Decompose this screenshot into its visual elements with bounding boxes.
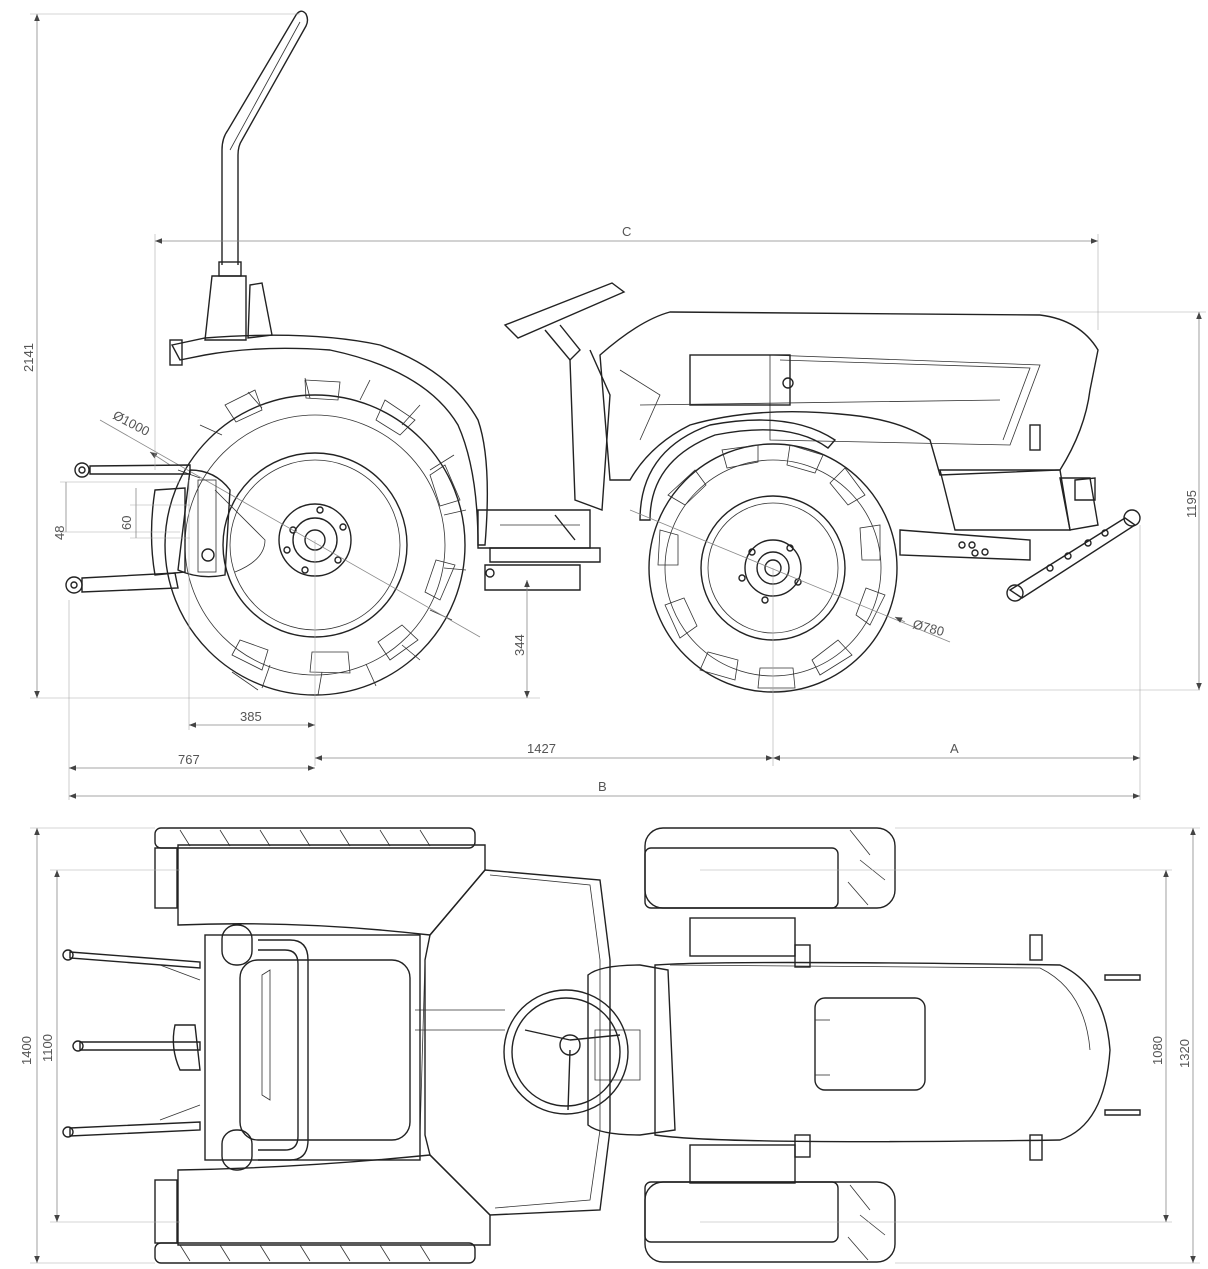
rear-fender-left xyxy=(177,844,486,936)
front-width-label: 1320 xyxy=(1177,1039,1192,1068)
top-view: 1400 1100 1080 1320 xyxy=(19,827,1200,1264)
hood xyxy=(599,311,1099,481)
rear-wheel xyxy=(164,377,467,696)
front-fender xyxy=(639,419,837,521)
rear-track-label: 1100 xyxy=(40,1034,55,1062)
hitch-offset-60-label: 60 xyxy=(119,516,134,530)
hood-top xyxy=(654,961,1111,1143)
rear-overhang-label: 767 xyxy=(178,752,200,767)
length-c-label: C xyxy=(622,224,631,239)
overall-width-label: 1400 xyxy=(19,1036,34,1065)
front-wheel xyxy=(648,443,898,693)
front-tyre-left xyxy=(644,827,896,909)
rear-fender xyxy=(170,334,489,546)
front-overhang-a-label: A xyxy=(950,741,959,756)
front-track-label: 1080 xyxy=(1150,1036,1165,1065)
side-view: Ø1000 48 60 xyxy=(21,10,1206,800)
roll-bar xyxy=(221,10,309,265)
front-wheel-diameter-label: Ø780 xyxy=(911,616,946,639)
steering-wheel-side xyxy=(503,282,626,339)
overall-height-label: 2141 xyxy=(21,343,36,372)
hood-height-label: 1195 xyxy=(1184,490,1199,518)
rear-wheel-diameter-label: Ø1000 xyxy=(111,407,153,439)
ground-clearance-label: 344 xyxy=(512,634,527,656)
rear-hitch xyxy=(65,462,266,594)
wheelbase-label: 1427 xyxy=(527,741,556,756)
hitch-offset-48-label: 48 xyxy=(52,526,67,540)
overall-length-b-label: B xyxy=(598,779,607,794)
rear-hitch-offset-label: 385 xyxy=(240,709,262,724)
